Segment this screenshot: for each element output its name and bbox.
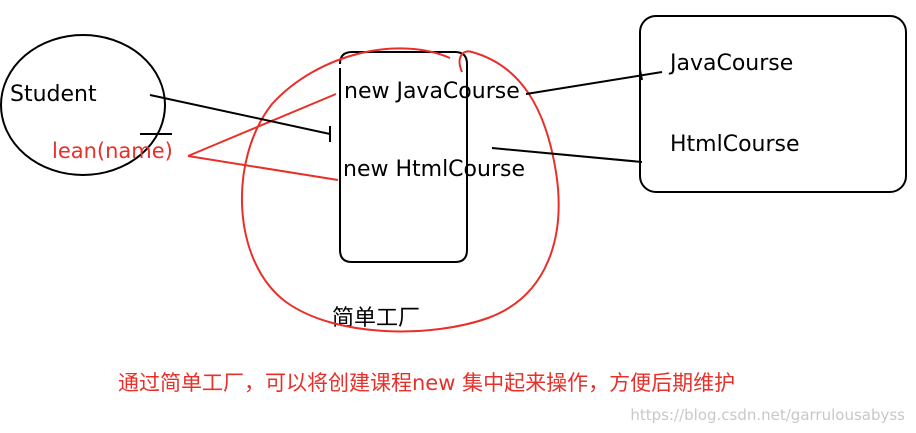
product-java: JavaCourse: [668, 51, 793, 76]
html-to-product-line: [491, 147, 643, 163]
factory-label: 简单工厂: [332, 306, 420, 331]
student-ellipse: [0, 34, 166, 176]
method-to-html-line: [187, 155, 339, 181]
factory-item-java: new JavaCourse: [344, 79, 520, 104]
products-box: [639, 15, 907, 193]
student-to-factory-line: [149, 94, 331, 135]
caption: 通过简单工厂，可以将创建课程new 集中起来操作，方便后期维护: [118, 371, 735, 395]
factory-item-html: new HtmlCourse: [343, 157, 525, 182]
student-method-label: lean(name): [52, 139, 173, 163]
factory-highlight-loop: [240, 47, 560, 333]
product-html: HtmlCourse: [670, 132, 800, 157]
watermark: https://blog.csdn.net/garrulousabyss: [630, 406, 905, 424]
method-to-java-line: [187, 93, 337, 157]
student-label: Student: [10, 82, 97, 107]
factory-box: [339, 51, 468, 263]
